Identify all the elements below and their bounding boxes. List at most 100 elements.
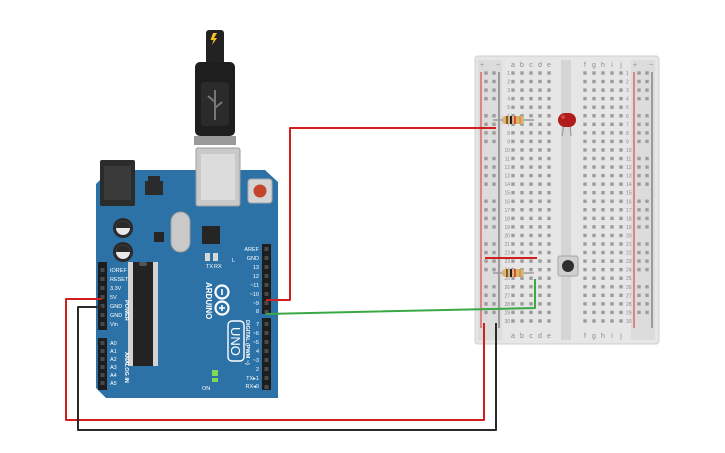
header-pin[interactable] — [100, 304, 105, 308]
breadboard-hole[interactable] — [547, 293, 551, 297]
rail-hole[interactable] — [637, 293, 641, 297]
breadboard-hole[interactable] — [511, 182, 515, 186]
breadboard-hole[interactable] — [520, 233, 524, 238]
breadboard-hole[interactable] — [520, 173, 524, 178]
breadboard-hole[interactable] — [520, 310, 524, 315]
breadboard-hole[interactable] — [610, 319, 614, 323]
breadboard-hole[interactable] — [601, 165, 605, 169]
breadboard-hole[interactable] — [520, 96, 524, 101]
rail-hole[interactable] — [484, 250, 488, 255]
breadboard-hole[interactable] — [610, 242, 614, 246]
breadboard-hole[interactable] — [520, 250, 524, 255]
breadboard-hole[interactable] — [538, 242, 542, 246]
rail-hole[interactable] — [637, 208, 641, 212]
breadboard-hole[interactable] — [592, 131, 596, 135]
breadboard-hole[interactable] — [547, 285, 551, 289]
breadboard-hole[interactable] — [547, 88, 551, 92]
breadboard-hole[interactable] — [538, 208, 542, 212]
rail-hole[interactable] — [492, 267, 496, 272]
header-pin[interactable] — [264, 322, 269, 326]
breadboard-hole[interactable] — [592, 293, 596, 297]
breadboard-hole[interactable] — [601, 276, 605, 280]
header-pin[interactable] — [100, 357, 105, 361]
breadboard-hole[interactable] — [529, 285, 533, 289]
header-pin[interactable] — [100, 373, 105, 377]
rail-hole[interactable] — [492, 71, 496, 75]
breadboard-hole[interactable] — [529, 302, 533, 306]
breadboard-hole[interactable] — [583, 302, 587, 306]
breadboard-hole[interactable] — [520, 285, 524, 289]
breadboard-hole[interactable] — [520, 88, 524, 92]
breadboard-hole[interactable] — [583, 250, 587, 255]
rail-hole[interactable] — [492, 208, 496, 212]
breadboard-hole[interactable] — [520, 148, 524, 152]
breadboard-hole[interactable] — [538, 79, 542, 84]
rail-hole[interactable] — [637, 199, 641, 203]
breadboard-hole[interactable] — [592, 148, 596, 152]
rail-hole[interactable] — [492, 96, 496, 101]
breadboard-hole[interactable] — [592, 122, 596, 126]
rail-hole[interactable] — [492, 131, 496, 135]
breadboard-hole[interactable] — [520, 259, 524, 263]
rail-hole[interactable] — [645, 139, 649, 144]
breadboard-hole[interactable] — [601, 319, 605, 323]
rail-hole[interactable] — [645, 88, 649, 92]
breadboard-hole[interactable] — [619, 216, 623, 221]
arduino-uno[interactable]: TX RX L ON ARDUINO UNO — [96, 30, 278, 398]
breadboard-hole[interactable] — [547, 165, 551, 169]
breadboard-hole[interactable] — [511, 208, 515, 212]
breadboard-hole[interactable] — [538, 173, 542, 178]
rail-hole[interactable] — [484, 96, 488, 101]
header-pin[interactable] — [100, 365, 105, 369]
breadboard-hole[interactable] — [538, 114, 542, 118]
breadboard-hole[interactable] — [511, 148, 515, 152]
breadboard-hole[interactable] — [610, 191, 614, 195]
breadboard-hole[interactable] — [538, 156, 542, 161]
breadboard-hole[interactable] — [610, 105, 614, 109]
rail-hole[interactable] — [637, 250, 641, 255]
breadboard-hole[interactable] — [511, 165, 515, 169]
breadboard-hole[interactable] — [520, 131, 524, 135]
breadboard-hole[interactable] — [592, 250, 596, 255]
breadboard-hole[interactable] — [547, 208, 551, 212]
breadboard-hole[interactable] — [619, 182, 623, 186]
breadboard-hole[interactable] — [619, 267, 623, 272]
breadboard-hole[interactable] — [601, 302, 605, 306]
header-pin[interactable] — [264, 301, 269, 305]
breadboard-hole[interactable] — [529, 225, 533, 229]
header-pin[interactable] — [100, 341, 105, 345]
breadboard-hole[interactable] — [619, 208, 623, 212]
rail-hole[interactable] — [637, 216, 641, 221]
breadboard-hole[interactable] — [538, 105, 542, 109]
rail-hole[interactable] — [484, 267, 488, 272]
breadboard-hole[interactable] — [511, 199, 515, 203]
breadboard-hole[interactable] — [601, 105, 605, 109]
breadboard-hole[interactable] — [583, 242, 587, 246]
analog-header[interactable] — [98, 338, 107, 390]
breadboard-hole[interactable] — [538, 182, 542, 186]
rail-hole[interactable] — [492, 302, 496, 306]
breadboard-hole[interactable] — [583, 71, 587, 75]
breadboard-hole[interactable] — [547, 139, 551, 144]
breadboard-hole[interactable] — [610, 199, 614, 203]
breadboard-hole[interactable] — [592, 105, 596, 109]
wire-black-gnd-to-rail[interactable] — [77, 306, 497, 431]
rail-hole[interactable] — [484, 131, 488, 135]
header-pin[interactable] — [264, 358, 269, 362]
resistor-top[interactable] — [493, 116, 534, 124]
wire-green-pin8-to-button[interactable] — [265, 279, 536, 315]
breadboard-hole[interactable] — [601, 259, 605, 263]
breadboard-hole[interactable] — [529, 319, 533, 323]
header-pin[interactable] — [100, 286, 105, 290]
rail-hole[interactable] — [637, 79, 641, 84]
breadboard-hole[interactable] — [619, 293, 623, 297]
breadboard-hole[interactable] — [583, 79, 587, 84]
rail-hole[interactable] — [637, 242, 641, 246]
rail-hole[interactable] — [637, 285, 641, 289]
header-pin[interactable] — [264, 367, 269, 371]
breadboard-hole[interactable] — [538, 216, 542, 221]
breadboard-hole[interactable] — [619, 131, 623, 135]
digital-header-lower[interactable] — [262, 318, 271, 390]
breadboard-hole[interactable] — [529, 148, 533, 152]
breadboard-hole[interactable] — [511, 225, 515, 229]
